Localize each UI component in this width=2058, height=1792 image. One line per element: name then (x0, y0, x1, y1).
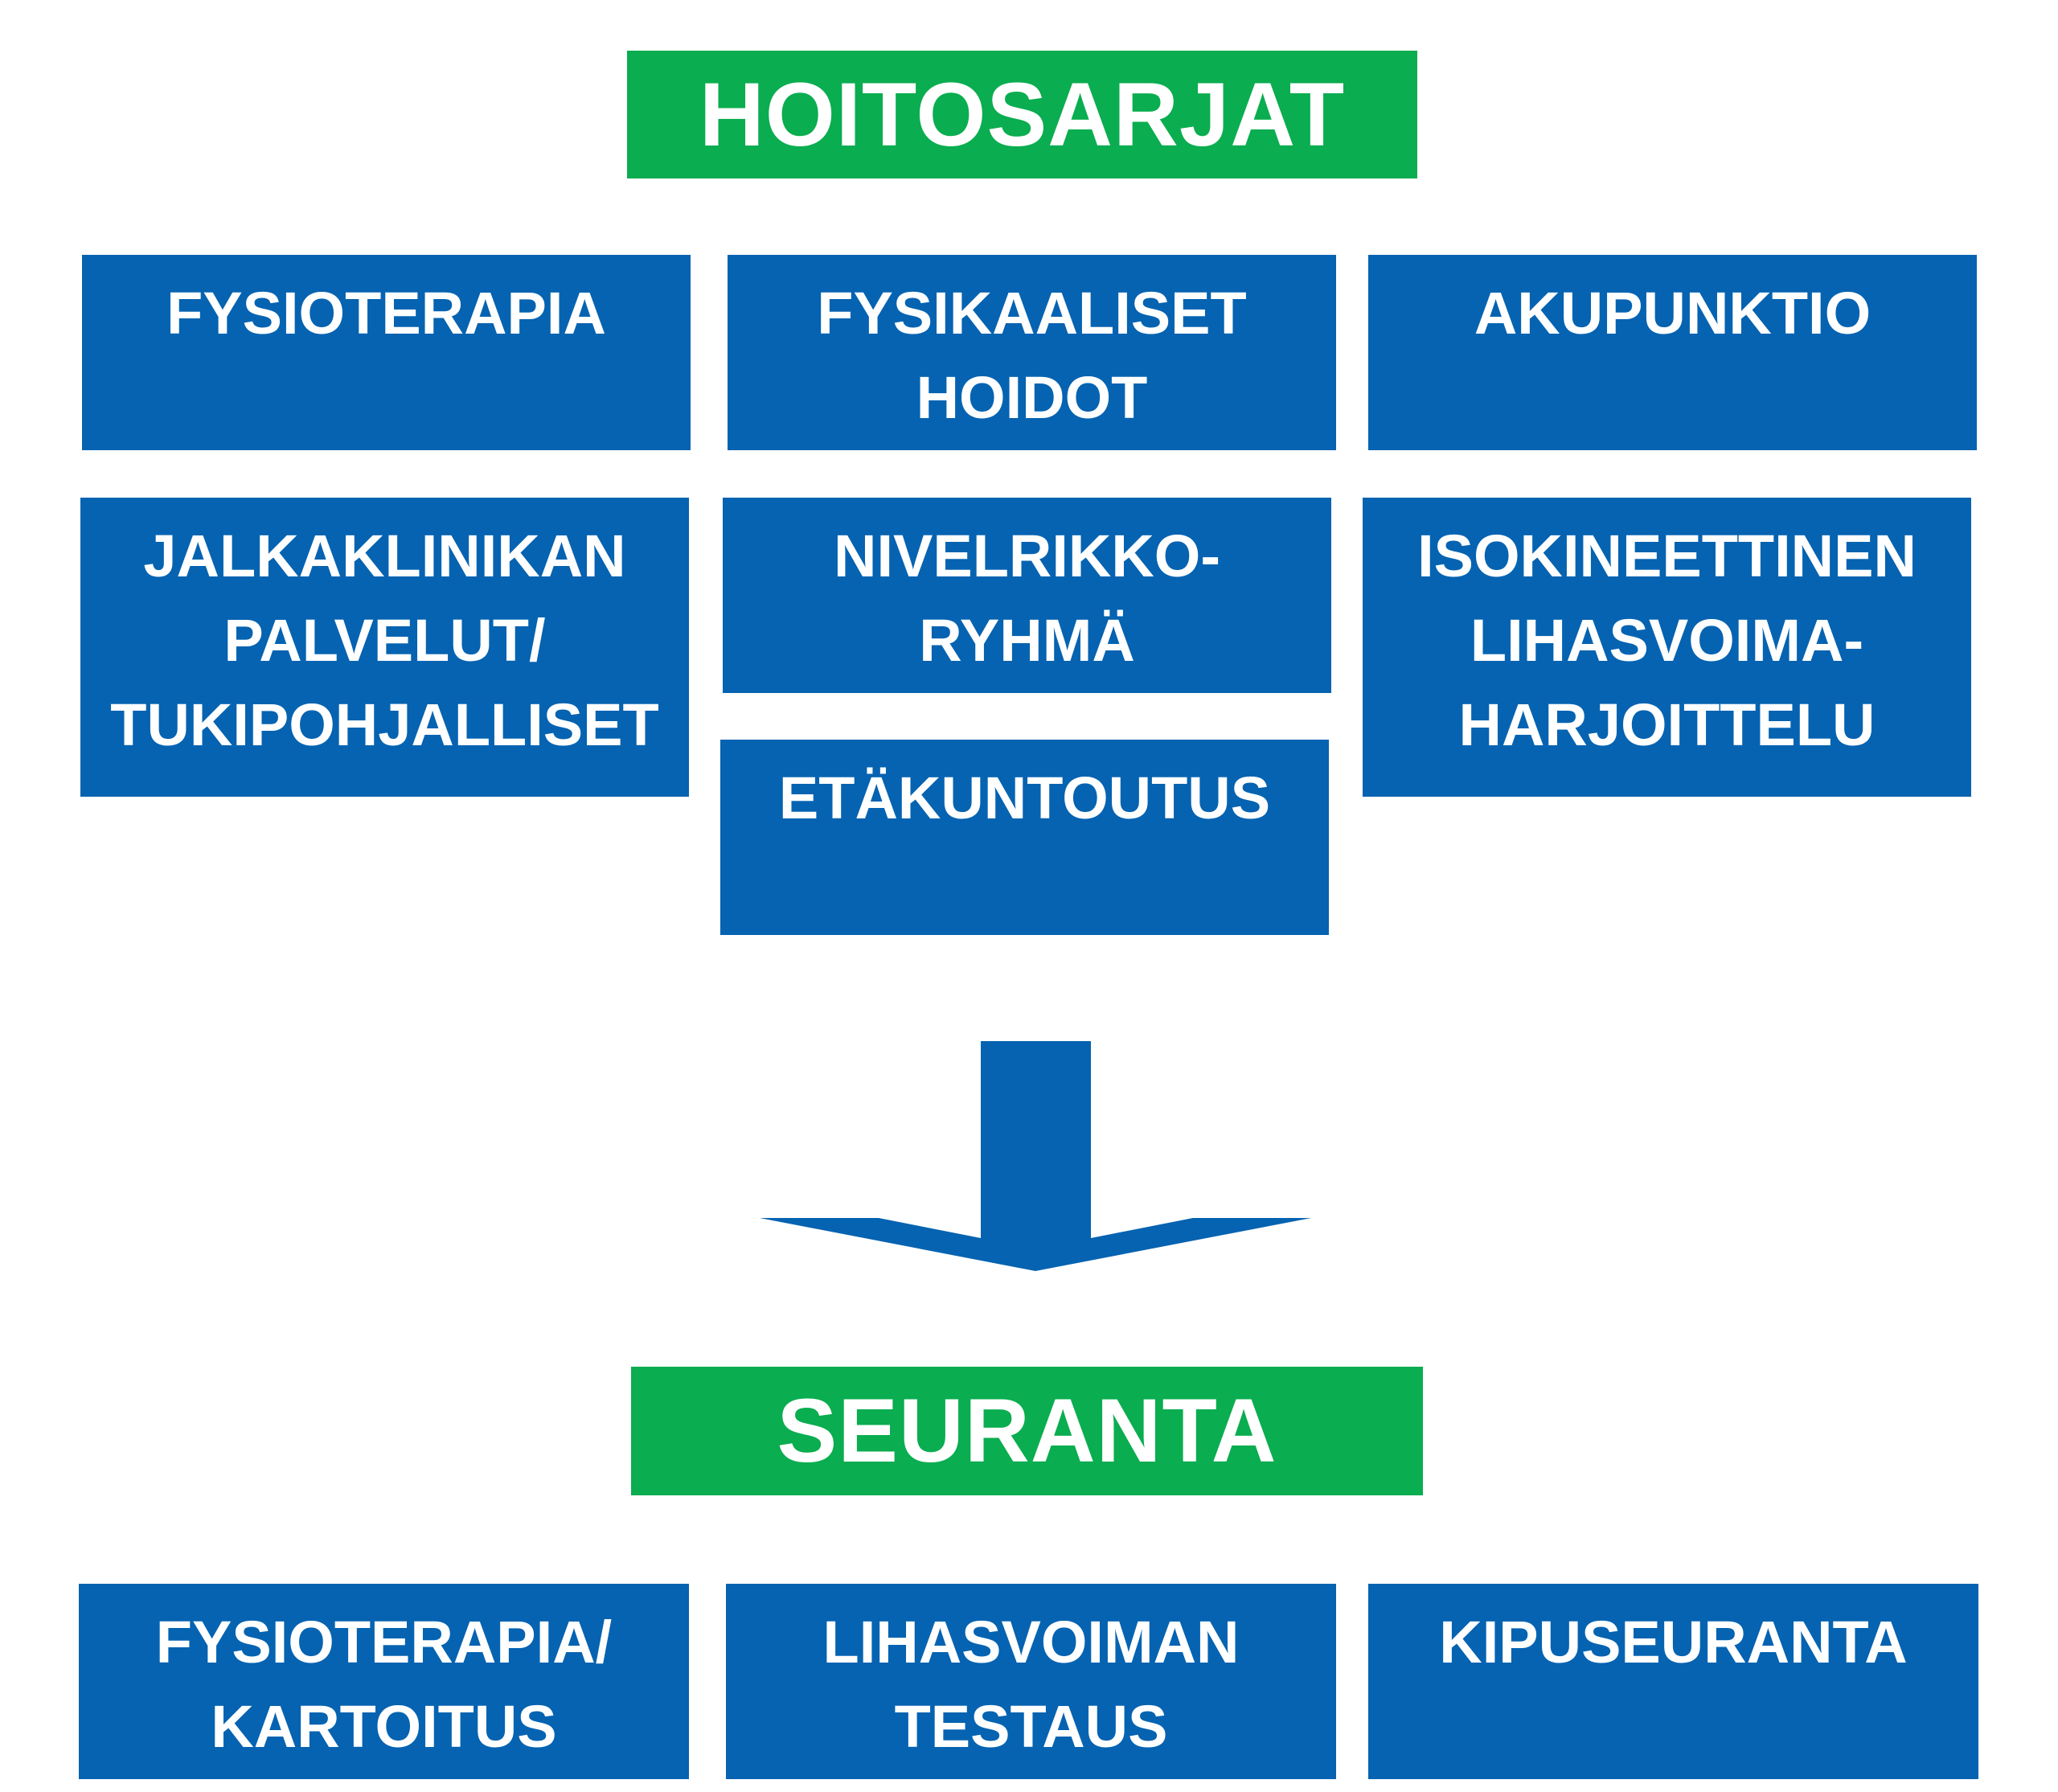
treatment-box-akupunktio: AKUPUNKTIO (1368, 255, 1977, 450)
treatment-label: LIHASVOIMA- (1470, 607, 1864, 674)
hoitosarjat-title: HOITOSARJAT (699, 64, 1346, 165)
treatment-label: FYSIKAALISET (817, 280, 1247, 347)
followup-box-fysioterapia-kartoitus: FYSIOTERAPIA/ KARTOITUS (79, 1584, 689, 1779)
treatment-label: HARJOITTELU (1458, 691, 1876, 758)
treatment-box-isokineettinen: ISOKINEETTINEN LIHASVOIMA- HARJOITTELU (1363, 498, 1971, 797)
treatment-label: RYHMÄ (919, 607, 1135, 674)
treatment-label: PALVELUT/ (223, 607, 546, 674)
seuranta-header: SEURANTA (631, 1367, 1423, 1495)
treatment-box-fysikaaliset-hoidot: FYSIKAALISET HOIDOT (728, 255, 1336, 450)
treatment-box-etakuntoutus: ETÄKUNTOUTUS (720, 740, 1329, 935)
down-arrow-shape (760, 1041, 1311, 1271)
followup-label: LIHASVOIMAN (822, 1609, 1240, 1675)
followup-label: KIPUSEURANTA (1439, 1609, 1908, 1675)
followup-box-kipuseuranta: KIPUSEURANTA (1368, 1584, 1978, 1779)
treatment-label: AKUPUNKTIO (1474, 280, 1871, 347)
treatment-label: HOIDOT (916, 364, 1148, 431)
followup-box-lihasvoiman-testaus: LIHASVOIMAN TESTAUS (726, 1584, 1336, 1779)
followup-label: TESTAUS (894, 1693, 1168, 1760)
treatment-label: ISOKINEETTINEN (1417, 523, 1917, 589)
treatment-box-fysioterapia: FYSIOTERAPIA (82, 255, 691, 450)
seuranta-title: SEURANTA (777, 1380, 1277, 1481)
treatment-label: TUKIPOHJALLISET (110, 691, 659, 758)
followup-label: FYSIOTERAPIA/ (155, 1609, 613, 1675)
treatment-label: NIVELRIKKO- (834, 523, 1220, 589)
treatment-box-jalkaklinikan-palvelut: JALKAKLINIKAN PALVELUT/ TUKIPOHJALLISET (80, 498, 689, 797)
treatment-label: JALKAKLINIKAN (143, 523, 626, 589)
treatment-label: FYSIOTERAPIA (166, 280, 606, 347)
followup-label: KARTOITUS (211, 1693, 557, 1760)
hoitosarjat-header: HOITOSARJAT (627, 51, 1417, 178)
treatment-box-nivelrikkoryhma: NIVELRIKKO- RYHMÄ (723, 498, 1331, 693)
treatment-label: ETÄKUNTOUTUS (778, 765, 1271, 831)
